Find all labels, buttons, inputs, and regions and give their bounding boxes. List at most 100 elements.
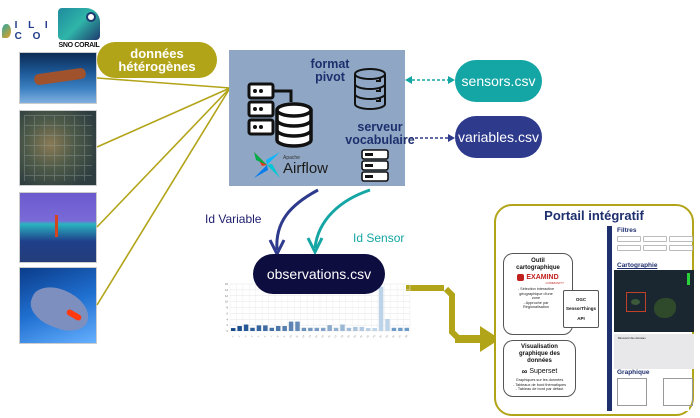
visu-text-line: - Tableau de bord par défaut xyxy=(515,387,564,392)
bar xyxy=(359,326,365,331)
y-tick-label: 0 xyxy=(227,329,229,333)
bar xyxy=(353,326,358,331)
superset-wordmark: Superset xyxy=(529,368,558,375)
observations-csv-node: observations.csv xyxy=(253,254,385,294)
ogc-line: SensorThings xyxy=(565,306,596,312)
x-tick-label: 13 xyxy=(308,334,312,338)
x-tick-label: 9 xyxy=(283,335,287,339)
bar xyxy=(372,328,377,331)
bar xyxy=(404,327,410,331)
superset-infinity-icon: ∞ xyxy=(521,367,528,376)
x-tick-label: 25 xyxy=(385,334,389,338)
source-line-2 xyxy=(96,87,231,148)
bar xyxy=(295,321,300,331)
visu-title-line-2: graphique des xyxy=(518,351,560,357)
bar xyxy=(263,325,268,331)
outil-title-line-1: Outil xyxy=(531,258,545,264)
x-tick-label: 26 xyxy=(392,334,396,338)
bar xyxy=(378,286,384,331)
x-tick-label: 14 xyxy=(314,334,318,338)
x-tick-label: 15 xyxy=(321,334,325,338)
ogc-sensorthings-api-card: OGC SensorThings API xyxy=(563,290,599,328)
y-tick-label: 4 xyxy=(227,317,229,321)
filters-grid xyxy=(617,236,693,251)
visu-title-line-1: Visualisation xyxy=(521,344,558,350)
y-tick-label: 14 xyxy=(225,288,228,292)
label-line-2: hétérogènes xyxy=(118,59,196,74)
y-tick-label: 8 xyxy=(227,306,229,310)
airflow-apache-label: Apache xyxy=(283,155,300,161)
selection-box xyxy=(626,292,646,312)
superset-logo: ∞ Superset xyxy=(504,367,575,376)
underwater-instrument-photo xyxy=(19,52,97,104)
outil-cartographique-card: Outil cartographique EXAMIND COMMUNITY -… xyxy=(503,253,573,335)
filter-select xyxy=(643,236,667,242)
x-tick-label: 19 xyxy=(347,334,351,338)
outil-text-line: géographique d'une xyxy=(519,291,553,296)
satellite-map xyxy=(614,270,694,332)
x-tick-label: 17 xyxy=(334,334,338,338)
bar xyxy=(288,321,294,331)
outil-text-line: - Sélection interactive xyxy=(517,287,555,291)
outil-title-line-2: cartographique xyxy=(516,265,560,271)
y-tick-label: 10 xyxy=(225,300,228,304)
examind-mark-icon xyxy=(517,274,525,281)
y-tick-label: 6 xyxy=(227,311,229,315)
x-tick-label: 3 xyxy=(244,335,248,339)
examind-community-label: COMMUNITY xyxy=(545,281,565,285)
format-pivot-label: format pivot xyxy=(300,58,360,84)
bar xyxy=(275,326,281,331)
surgeonfish-photo xyxy=(19,267,97,344)
x-tick-label: 6 xyxy=(263,335,267,339)
server-database-icon xyxy=(247,82,313,148)
examind-wordmark: EXAMIND xyxy=(526,274,559,281)
visu-text-line: - Tableaux de bord thématiques xyxy=(512,382,567,387)
graph-placeholder xyxy=(617,378,647,406)
x-tick-label: 5 xyxy=(257,335,261,339)
x-tick-label: 4 xyxy=(251,335,255,339)
id-variable-label: Id Variable xyxy=(205,212,262,226)
outil-text-line: zone xyxy=(531,296,541,301)
x-tick-label: 21 xyxy=(359,334,363,338)
bar xyxy=(346,327,352,331)
visualisation-graphique-card: Visualisation graphique des données ∞ Su… xyxy=(503,340,576,397)
x-tick-label: 2 xyxy=(238,335,242,339)
id-sensor-label: Id Sensor xyxy=(353,231,405,245)
y-tick-label: 2 xyxy=(227,323,229,327)
bar xyxy=(340,324,345,331)
variables-link xyxy=(410,134,455,142)
island xyxy=(631,299,640,305)
filter-select xyxy=(669,245,693,251)
serveur-line-2: vocabulaire xyxy=(345,133,415,147)
serveur-vocabulaire-label: serveur vocabulaire xyxy=(340,121,420,147)
sno-corail-logo: SNO CORAIL xyxy=(56,8,102,52)
bar xyxy=(250,327,255,331)
x-tick-label: 22 xyxy=(366,334,370,338)
label-line-1: données xyxy=(130,46,184,61)
cartographie-heading: Cartographie xyxy=(617,262,658,269)
map-zoom-control xyxy=(687,273,690,285)
id-variable-arrow xyxy=(275,188,319,251)
graphique-heading: Graphique xyxy=(617,369,650,376)
format-line-1: format xyxy=(310,57,350,71)
filter-select xyxy=(617,236,641,242)
x-tick-label: 1 xyxy=(231,335,235,339)
stats-title: Découvrir des données xyxy=(618,337,646,340)
source-line-4 xyxy=(96,87,231,306)
graph-placeholders xyxy=(617,378,693,406)
bar xyxy=(320,327,326,331)
bar xyxy=(230,328,236,331)
portal-arrow xyxy=(406,285,500,352)
bar xyxy=(314,327,320,331)
bar xyxy=(308,327,313,331)
bar xyxy=(301,327,307,331)
ilico-mark-icon xyxy=(2,24,11,38)
bar xyxy=(256,325,262,331)
ilico-wordmark: I L I C O xyxy=(14,20,52,42)
graph-placeholder xyxy=(663,378,693,406)
filtres-heading: Filtres xyxy=(617,227,637,234)
sno-corail-wordmark: SNO CORAIL xyxy=(58,42,100,49)
x-tick-label: 8 xyxy=(276,335,280,339)
x-tick-label: 28 xyxy=(404,334,408,338)
